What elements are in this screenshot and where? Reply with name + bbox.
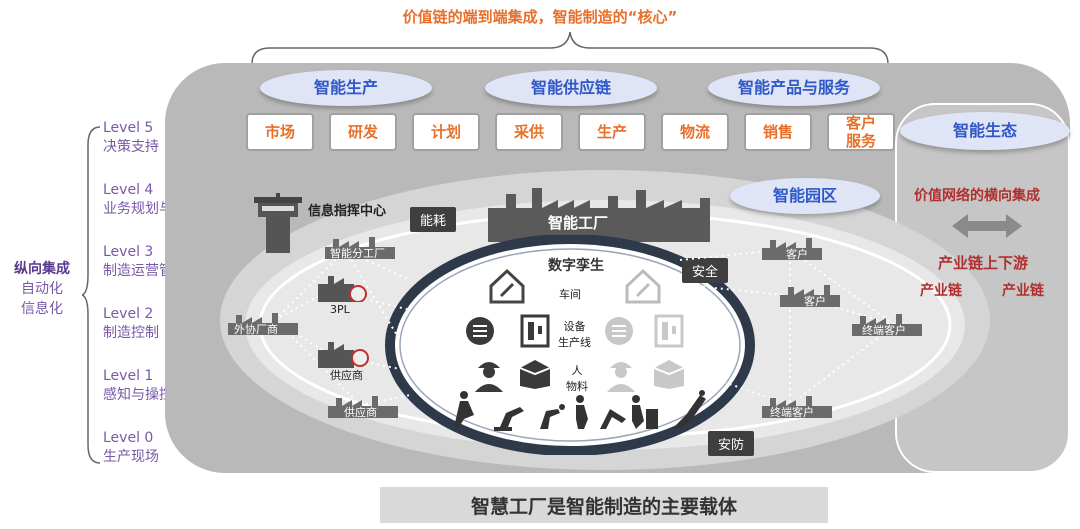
pillar-smart-production: 智能生产	[260, 70, 432, 106]
customer1-icon	[762, 238, 822, 260]
level-2: Level 2 制造控制	[103, 306, 201, 368]
top-brace	[251, 31, 889, 65]
supplier2-factory-icon	[328, 396, 398, 418]
level-1-en: Level 1	[103, 368, 154, 384]
chain-upstream: 产业链	[920, 283, 962, 299]
eco-label: 智能生态	[900, 112, 1070, 150]
pillar-smart-products: 智能产品与服务	[708, 70, 880, 106]
category-rnd: 研发	[329, 113, 397, 151]
pillar-smart-supply-chain: 智能供应链	[485, 70, 657, 106]
vertical-integration-title: 纵向集成	[14, 261, 70, 277]
vertical-integration-informatization: 信息化	[21, 301, 63, 317]
sub-factory-icon	[325, 237, 395, 259]
level-1-cn: 感知与操控	[103, 387, 173, 403]
production-line-twin-icon	[654, 314, 684, 348]
security-tag: 安防	[708, 431, 755, 456]
level-2-en: Level 2	[103, 306, 154, 322]
workshop-icon	[489, 268, 525, 304]
double-arrow-icon	[952, 214, 1022, 238]
twin-row-equipment: 设备 生产线	[558, 320, 591, 349]
node-supplier-2: 供应商	[344, 406, 377, 419]
category-sales: 销售	[744, 113, 812, 151]
level-4-en: Level 4	[103, 182, 154, 198]
node-customer-1: 客户	[786, 248, 808, 261]
level-0-cn: 生产现场	[103, 449, 159, 465]
category-production: 生产	[578, 113, 646, 151]
production-line-icon	[520, 314, 550, 348]
robots-row-icon	[454, 390, 706, 431]
category-plan: 计划	[412, 113, 480, 151]
digital-twin-title: 数字孪生	[548, 258, 604, 274]
node-customer-2: 客户	[804, 295, 826, 308]
node-3pl: 3PL	[330, 303, 350, 316]
category-customer-service: 客户 服务	[827, 113, 895, 151]
chain-downstream: 产业链	[1002, 283, 1044, 299]
horizontal-integration-title: 价值网络的横向集成	[914, 188, 1040, 204]
end-customer2-icon	[762, 396, 832, 418]
category-procurement: 采供	[495, 113, 563, 151]
chain-title: 产业链上下游	[938, 254, 1029, 272]
park-label: 智能园区	[730, 178, 880, 214]
material-box-icon	[519, 360, 551, 389]
bottom-banner: 智慧工厂是智能制造的主要载体	[380, 487, 828, 523]
outsource-factory-icon	[228, 313, 298, 335]
level-0: Level 0 生产现场	[103, 430, 201, 480]
node-outsource: 外协厂商	[234, 323, 278, 336]
customer2-icon	[780, 285, 840, 307]
factory-label: 智能工厂	[548, 214, 609, 232]
category-logistics: 物流	[661, 113, 729, 151]
equipment-icon	[466, 317, 494, 345]
level-5-cn: 决策支持	[103, 139, 159, 155]
twin-row-workshop: 车间	[559, 288, 581, 301]
end-customer1-icon	[852, 314, 922, 336]
vertical-integration-automation: 自动化	[21, 281, 63, 297]
material-box-twin-icon	[653, 360, 685, 389]
supplier-factory-icon	[318, 342, 369, 368]
twin-row-people: 人 物料	[566, 364, 588, 393]
level-0-en: Level 0	[103, 430, 154, 446]
workshop-twin-icon	[625, 268, 661, 304]
node-end-customer-2: 终端客户	[770, 406, 814, 419]
worker-twin-icon	[607, 362, 635, 392]
left-bracket	[82, 126, 101, 464]
level-1: Level 1 感知与操控	[103, 368, 201, 430]
level-3-en: Level 3	[103, 244, 154, 260]
command-tower-icon	[254, 193, 302, 253]
command-center-label: 信息指挥中心	[308, 204, 387, 219]
node-sub-factory: 智能分工厂	[330, 247, 385, 260]
category-market: 市场	[246, 113, 314, 151]
3pl-factory-icon	[318, 276, 367, 302]
vertical-integration: 纵向集成 自动化 信息化	[2, 258, 82, 318]
factory-skyline-icon	[488, 188, 710, 242]
top-title: 价值链的端到端集成，智能制造的“核心”	[402, 8, 678, 26]
node-end-customer-1: 终端客户	[862, 324, 906, 337]
node-supplier-1: 供应商	[330, 369, 363, 382]
level-5: Level 5 决策支持	[103, 120, 201, 182]
energy-tag: 能耗	[410, 207, 457, 232]
safety-tag: 安全	[682, 258, 729, 283]
worker-icon	[475, 362, 503, 392]
equipment-twin-icon	[605, 317, 633, 345]
level-5-en: Level 5	[103, 120, 154, 136]
level-2-cn: 制造控制	[103, 325, 159, 341]
